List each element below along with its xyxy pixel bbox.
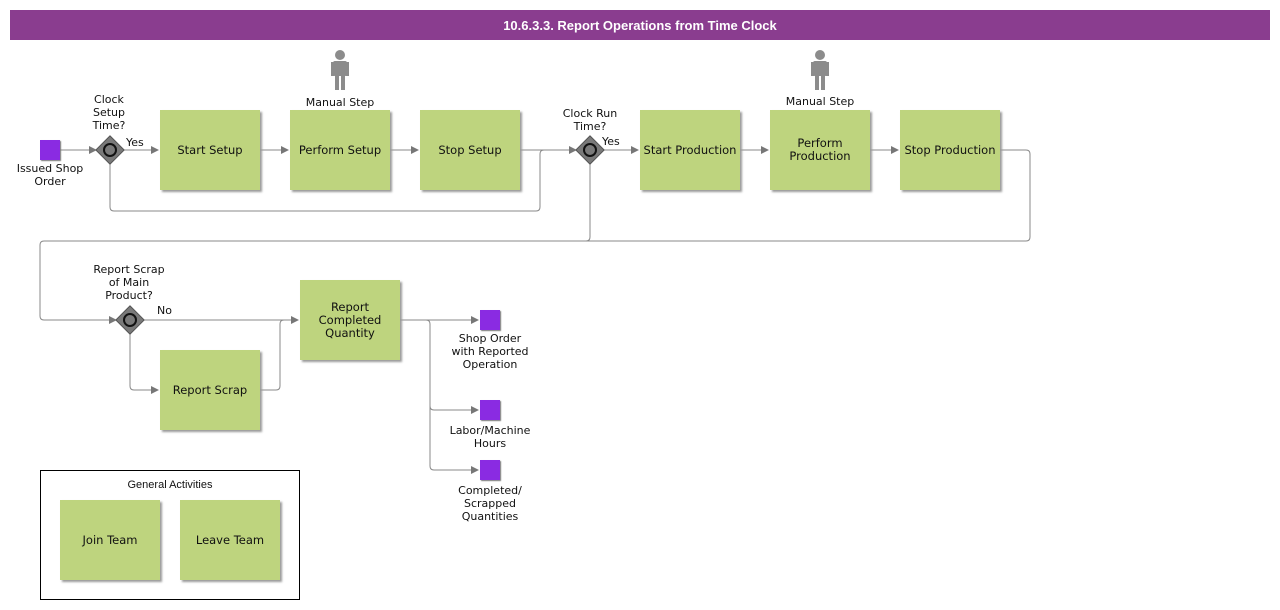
gateway-report-scrap-label: Report Scrap of Main Product? — [93, 263, 165, 302]
gateway-report-scrap-no: No — [157, 304, 172, 317]
activity-start-setup[interactable]: Start Setup — [160, 110, 260, 190]
flow-g2-bypass — [585, 164, 591, 242]
general-activities-panel: General Activities Join Team Leave Team — [40, 470, 300, 600]
manual-step-label: Manual Step — [305, 96, 375, 109]
gateway-report-scrap[interactable] — [115, 305, 145, 335]
end-event-quantities[interactable] — [480, 460, 500, 480]
general-activities-title: General Activities — [127, 479, 213, 491]
activity-stop-setup[interactable]: Stop Setup — [420, 110, 520, 190]
activity-perform-setup[interactable]: Perform Setup — [290, 110, 390, 190]
gateway-clock-setup-yes: Yes — [126, 136, 144, 149]
gateway-clock-run[interactable] — [575, 135, 605, 165]
activity-leave-team[interactable]: Leave Team — [180, 500, 280, 580]
activity-perform-production[interactable]: Perform Production — [770, 110, 870, 190]
flow-scrap-to-completed — [260, 319, 285, 391]
gateway-clock-setup[interactable] — [95, 135, 125, 165]
flow-stop-prod-return — [39, 149, 1031, 324]
end-event-labor-hours[interactable] — [480, 400, 500, 420]
diagram-title: 10.6.3.3. Report Operations from Time Cl… — [10, 10, 1270, 40]
end-event-quantities-label: Completed/ Scrapped Quantities — [458, 484, 522, 523]
gateway-clock-run-label: Clock Run Time? — [562, 107, 618, 133]
end-event-shop-order[interactable] — [480, 310, 500, 330]
flow-completed-to-end3 — [429, 406, 479, 474]
person-icon — [811, 50, 829, 90]
start-event[interactable] — [40, 140, 60, 160]
activity-report-completed-quantity[interactable]: Report Completed Quantity — [300, 280, 400, 360]
flow-g1-bypass — [109, 149, 545, 212]
flow-g3-to-scrap — [129, 334, 159, 394]
start-event-label: Issued Shop Order — [16, 162, 84, 188]
person-icon — [331, 50, 349, 90]
end-event-labor-hours-label: Labor/Machine Hours — [449, 424, 531, 450]
gateway-clock-setup-label: Clock Setup Time? — [92, 93, 126, 132]
activity-report-scrap[interactable]: Report Scrap — [160, 350, 260, 430]
activity-stop-production[interactable]: Stop Production — [900, 110, 1000, 190]
end-event-shop-order-label: Shop Order with Reported Operation — [451, 332, 529, 371]
activity-join-team[interactable]: Join Team — [60, 500, 160, 580]
activity-start-production[interactable]: Start Production — [640, 110, 740, 190]
gateway-clock-run-yes: Yes — [602, 135, 620, 148]
manual-step-label: Manual Step — [785, 95, 855, 108]
